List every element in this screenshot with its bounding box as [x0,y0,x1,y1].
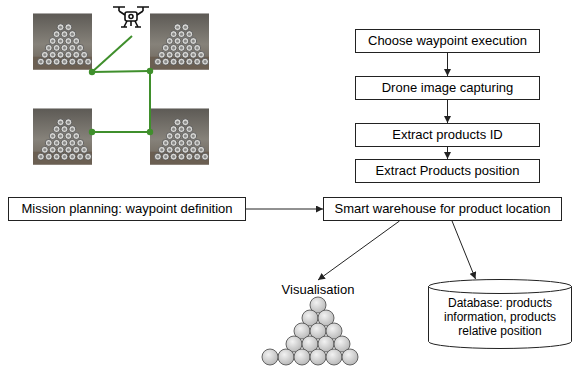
pipe-stack-photo [33,13,92,69]
waypoint-dots [89,68,153,135]
database-cylinder: Database: products information, products… [428,279,572,349]
database-text: Database: products information, products… [432,296,568,338]
process-label: Mission planning: waypoint definition [21,201,232,217]
process-box: Smart warehouse for product location [323,197,562,221]
arrow-connector [447,100,448,123]
process-box: Extract products ID [355,123,540,147]
cylinder-top [429,280,572,294]
visualisation-node: Visualisation [258,280,378,366]
process-label: Choose waypoint execution [368,33,527,49]
drone-icon [113,7,149,27]
process-box: Extract Products position [355,159,540,183]
flight-path [92,36,150,132]
arrow-connector [452,221,475,279]
arrow-connector [318,221,399,280]
arrow-connector [447,53,448,76]
process-label: Extract Products position [376,163,520,179]
pipe-stack-photo [150,108,209,164]
process-label: Smart warehouse for product location [334,201,550,217]
pipe-stack-photo [33,108,92,164]
process-label: Drone image capturing [382,80,514,96]
visualisation-label: Visualisation [282,282,355,298]
process-box: Choose waypoint execution [355,29,540,53]
arrow-connector [246,209,323,210]
process-box: Mission planning: waypoint definition [8,197,246,221]
process-label: Extract products ID [392,127,503,143]
arrow-connector [447,147,448,159]
cylinder-body [429,286,572,349]
process-box: Drone image capturing [355,76,540,100]
pipe-stack-photo [150,13,209,69]
